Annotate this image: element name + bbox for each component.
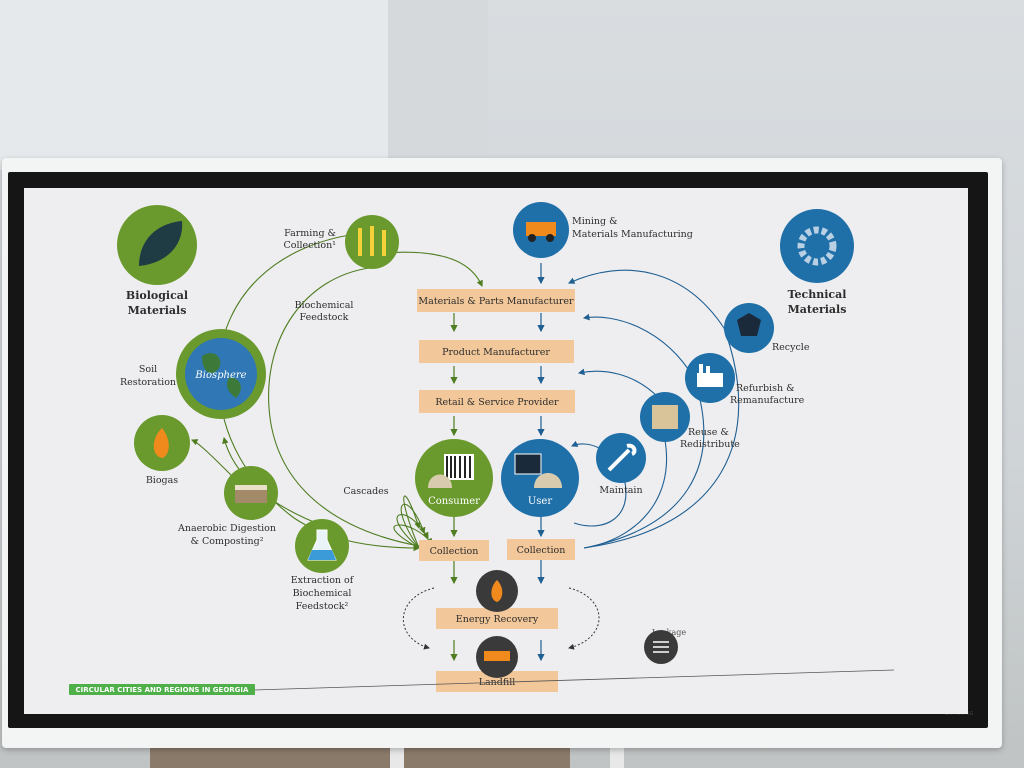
farming-node: Farming & Collection¹ (283, 215, 399, 269)
farming-label-1: Farming & (284, 228, 336, 239)
person-icon (428, 474, 452, 488)
reuse-node: Reuse & Redistribute (640, 392, 740, 450)
circular-economy-diagram: Materials & Parts Manufacturer Product M… (69, 202, 895, 695)
maintain-label: Maintain (599, 485, 642, 496)
collection-box-right (507, 539, 575, 560)
wall-recess (388, 0, 488, 160)
retail-box (419, 390, 575, 413)
biogas-node: Biogas (134, 415, 190, 486)
soil-label-1: Soil (139, 364, 157, 375)
flame-icon (153, 428, 169, 458)
biochemical-label-2: Feedstock (300, 312, 349, 323)
product-manufacturer-label: Product Manufacturer (442, 347, 550, 358)
biological-title-1: Biological (126, 289, 188, 302)
collection-box-left (419, 540, 489, 561)
maintain-node: Maintain (596, 433, 646, 496)
factory-icon (697, 373, 723, 387)
truck-icon (484, 651, 510, 661)
footer-badge (69, 684, 255, 695)
biosphere-node: Biosphere (176, 329, 266, 419)
technical-title-1: Technical (788, 288, 847, 301)
wall (0, 0, 440, 170)
box-icon (652, 405, 678, 429)
product-manufacturer-box (419, 340, 574, 363)
extraction-node: Extraction of Biochemical Feedstock² (291, 519, 355, 612)
farming-label-2: Collection¹ (283, 240, 336, 251)
anaerobic-label-2: & Composting² (190, 536, 263, 547)
leakage-loops (402, 587, 600, 650)
mining-label-1: Mining & (572, 216, 618, 227)
recycle-label: Recycle (772, 342, 810, 353)
refurbish-label-1: Refurbish & (736, 383, 795, 394)
biological-title-2: Materials (128, 304, 187, 317)
extraction-label-2: Biochemical (293, 588, 352, 599)
anaerobic-label-1: Anaerobic Digestion (177, 523, 276, 534)
extraction-label-1: Extraction of (291, 575, 355, 586)
energy-recovery-box (436, 608, 558, 629)
flow-arrows (450, 263, 545, 662)
mining-node: Mining & Materials Manufacturing (513, 202, 693, 258)
user-label: User (528, 496, 552, 507)
technical-title-2: Materials (788, 303, 847, 316)
hamburger-icon (653, 641, 669, 653)
retail-label: Retail & Service Provider (435, 397, 559, 408)
reuse-label-1: Reuse & (688, 427, 729, 438)
collection-left-label: Collection (430, 546, 479, 557)
monitor-icon (514, 453, 542, 475)
landfill-box (436, 671, 558, 692)
gear-icon (797, 226, 837, 266)
diagram-screen: Materials & Parts Manufacturer Product M… (24, 188, 968, 714)
materials-parts-label: Materials & Parts Manufacturer (418, 296, 574, 307)
wrench-icon (607, 443, 637, 472)
footer-divider (253, 669, 895, 691)
biochemical-label-1: Biochemical (295, 300, 354, 311)
recycle-node: Recycle (724, 303, 810, 353)
energy-recovery-label: Energy Recovery (456, 614, 539, 625)
brand-logo: SAMSUNG (945, 711, 974, 717)
flame-icon (491, 580, 503, 602)
biological-materials-node: Biological Materials (117, 205, 197, 317)
soil-label-2: Restoration (120, 377, 176, 388)
person-icon (534, 473, 562, 488)
refurbish-label-2: Remanufacture (730, 395, 805, 406)
technical-materials-node: Technical Materials (780, 209, 854, 316)
leaf-icon (139, 221, 183, 266)
consumer-label: Consumer (428, 496, 480, 507)
collection-right-label: Collection (517, 545, 566, 556)
wheat-fish-icon (358, 226, 386, 256)
consumer-node: Consumer (415, 439, 493, 517)
materials-parts-box (417, 289, 575, 312)
reuse-label-2: Redistribute (680, 439, 740, 450)
menu-button[interactable] (644, 630, 678, 664)
anaerobic-node: Anaerobic Digestion & Composting² (177, 466, 278, 547)
biosphere-label: Biosphere (194, 370, 246, 381)
flow-boxes: Materials & Parts Manufacturer Product M… (417, 289, 575, 692)
footer-label: CIRCULAR CITIES AND REGIONS IN GEORGIA (76, 686, 249, 694)
refurbish-node: Refurbish & Remanufacture (685, 353, 805, 406)
extraction-label-3: Feedstock² (296, 601, 349, 612)
user-node: User (501, 439, 579, 517)
recycle-icon (737, 313, 761, 336)
biogas-label: Biogas (146, 475, 178, 486)
cascades-label: Cascades (343, 486, 388, 497)
technical-loops (567, 269, 740, 549)
dump-truck-icon (526, 222, 556, 236)
mining-label-2: Materials Manufacturing (572, 229, 693, 240)
